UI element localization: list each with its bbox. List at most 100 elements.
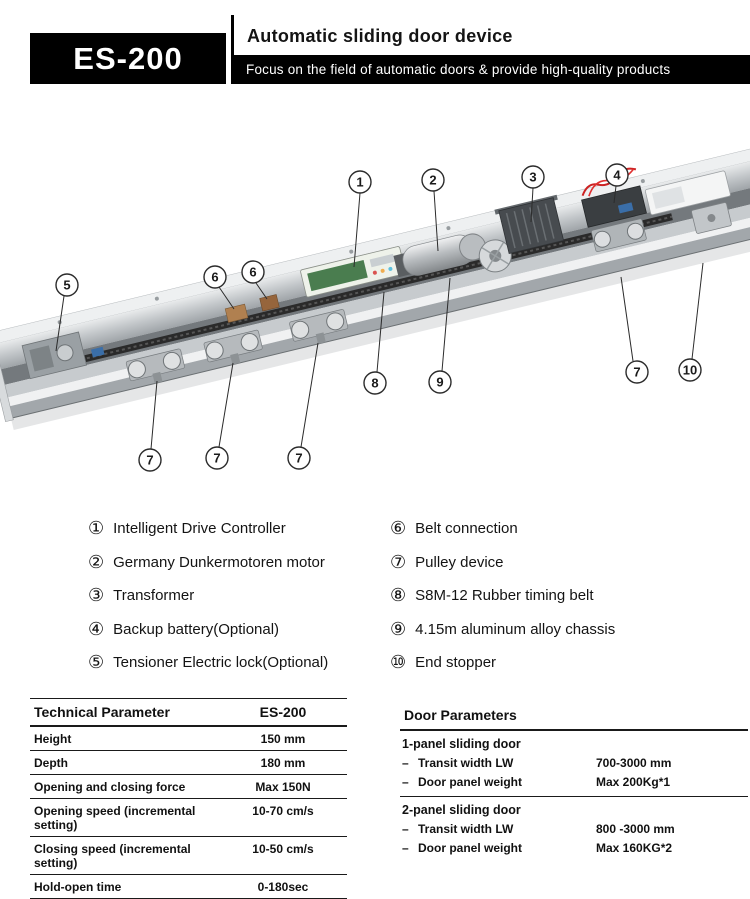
- legend-label: Intelligent Drive Controller: [113, 520, 286, 538]
- dash-mark: –: [402, 821, 409, 836]
- product-diagram: 1 2 3 4 5 6 6: [0, 148, 750, 472]
- row-value: 0-180sec: [257, 879, 309, 894]
- timing-belt: [39, 213, 673, 373]
- legend-item: ⑦ Pulley device: [390, 546, 615, 580]
- callout-7-bottom-1: 7: [138, 448, 162, 472]
- legend-number: ⑨: [390, 618, 407, 640]
- technical-parameter-table: Technical Parameter ES-200 Height 150 mm…: [30, 698, 347, 899]
- backup-battery: [581, 167, 647, 228]
- model-badge: ES-200: [30, 33, 226, 84]
- callout-2: 2: [421, 168, 445, 192]
- legend-number: ⑩: [390, 652, 407, 674]
- pulley-device: [125, 348, 185, 384]
- legend-label: 4.15m aluminum alloy chassis: [415, 620, 616, 638]
- legend-label: Pulley device: [415, 553, 504, 571]
- dash-mark: –: [402, 840, 409, 855]
- callout-4-number: 4: [613, 168, 621, 183]
- door-parameters-table: Door Parameters 1-panel sliding door – T…: [400, 703, 748, 862]
- callout-9: 9: [428, 370, 452, 394]
- row-label: Depth: [34, 755, 68, 770]
- callouts: 1 2 3 4 5 6 6: [55, 163, 702, 472]
- callout-7-right: 7: [625, 360, 649, 384]
- callout-7-number: 7: [633, 365, 640, 380]
- table-row: Height 150 mm: [30, 727, 347, 751]
- legend-item: ⑨ 4.15m aluminum alloy chassis: [390, 613, 615, 647]
- door-table-title: Door Parameters: [400, 703, 748, 731]
- legend-item: ⑤ Tensioner Electric lock(Optional): [88, 646, 328, 680]
- legend-number: ④: [88, 618, 105, 640]
- section-title: 1-panel sliding door: [402, 737, 521, 751]
- transformer: [494, 194, 565, 255]
- legend-label: Belt connection: [415, 520, 518, 538]
- belt-connection: [224, 294, 280, 323]
- pulley-device: [289, 309, 349, 345]
- row-value: 180 mm: [260, 755, 306, 770]
- row-value: Max 150N: [255, 779, 311, 794]
- row-value: 700-3000 mm: [596, 755, 672, 770]
- legend-number: ③: [88, 585, 105, 607]
- row-value: 10-70 cm/s: [252, 803, 314, 818]
- section-title: 2-panel sliding door: [402, 803, 521, 817]
- rail-shadow: [10, 232, 750, 430]
- legend-label: Germany Dunkermotoren motor: [113, 553, 325, 571]
- table-row: Depth 180 mm: [30, 751, 347, 775]
- legend-label: End stopper: [415, 654, 497, 672]
- legend-number: ⑦: [390, 551, 407, 573]
- callout-1: 1: [348, 170, 372, 194]
- pulley-device: [203, 329, 263, 365]
- model-text: ES-200: [73, 40, 183, 76]
- end-stopper: [691, 202, 732, 234]
- callout-10-number: 10: [683, 363, 697, 378]
- tech-table-model: ES-200: [259, 704, 307, 720]
- row-label: Closing speed (incremental setting): [34, 841, 191, 870]
- legend-column-right: ⑥ Belt connection ⑦ Pulley device ⑧ S8M-…: [390, 512, 615, 680]
- row-label: Transit width LW: [418, 755, 514, 770]
- callout-3: 3: [521, 165, 545, 189]
- end-module: [644, 170, 731, 216]
- legend-column-left: ① Intelligent Drive Controller ② Germany…: [88, 512, 328, 680]
- legend-item: ⑩ End stopper: [390, 646, 615, 680]
- row-value: 150 mm: [260, 731, 306, 746]
- row-value: Max 160KG*2: [596, 840, 673, 855]
- table-row: Opening and closing force Max 150N: [30, 775, 347, 799]
- legend-item: ⑥ Belt connection: [390, 512, 615, 546]
- table-row: – Door panel weight Max 200Kg*1: [400, 772, 748, 791]
- callout-lines: [55, 185, 704, 450]
- legend-number: ⑤: [88, 652, 105, 674]
- legend-label: Backup battery(Optional): [113, 620, 280, 638]
- dash-mark: –: [402, 774, 409, 789]
- callout-8-number: 8: [371, 376, 378, 391]
- table-row: Closing speed (incremental setting) 10-5…: [30, 837, 347, 875]
- dash-mark: –: [402, 755, 409, 770]
- drive-pulley: [478, 239, 512, 273]
- page-subtitle-bar: Focus on the field of automatic doors & …: [234, 55, 750, 84]
- callout-7-number: 7: [213, 451, 220, 466]
- legend-label: Transformer: [113, 587, 195, 605]
- callout-6b: 6: [241, 260, 265, 284]
- callout-6-number: 6: [249, 265, 256, 280]
- table-row: Opening speed (incremental setting) 10-7…: [30, 799, 347, 837]
- legend-label: S8M-12 Rubber timing belt: [415, 587, 594, 605]
- door-section-2panel: 2-panel sliding door – Transit width LW …: [400, 797, 748, 862]
- legend-item: ③ Transformer: [88, 579, 328, 613]
- callout-7-bottom-3: 7: [287, 446, 311, 470]
- callout-10: 10: [678, 358, 702, 382]
- table-row: Hold-open time 0-180sec: [30, 875, 347, 899]
- callout-6a: 6: [203, 265, 227, 289]
- legend-label: Tensioner Electric lock(Optional): [113, 654, 329, 672]
- callout-7-number: 7: [295, 451, 302, 466]
- pulley-device: [591, 202, 647, 252]
- row-label: Opening and closing force: [34, 779, 186, 794]
- header-divider: [231, 15, 234, 84]
- callout-1-number: 1: [356, 175, 363, 190]
- row-value: Max 200Kg*1: [596, 774, 671, 789]
- row-label: Hold-open time: [34, 879, 122, 894]
- row-label: Transit width LW: [418, 821, 514, 836]
- callout-8: 8: [363, 371, 387, 395]
- legend-item: ① Intelligent Drive Controller: [88, 512, 328, 546]
- door-section-1panel: 1-panel sliding door – Transit width LW …: [400, 731, 748, 797]
- row-label: Height: [34, 731, 72, 746]
- drive-controller: [300, 246, 406, 298]
- page-title: Automatic sliding door device: [247, 26, 513, 46]
- callout-7-bottom-2: 7: [205, 446, 229, 470]
